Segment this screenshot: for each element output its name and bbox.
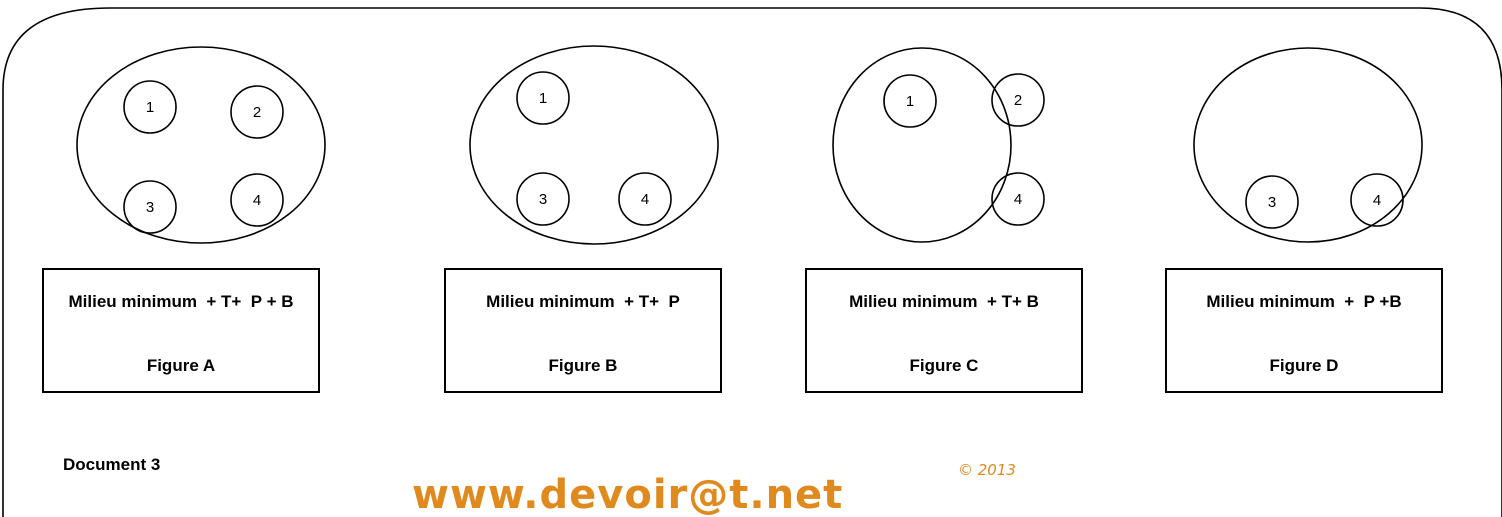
petri-dish-outline [76, 46, 326, 244]
petri-dish-outline [832, 47, 1012, 243]
colony-label: 2 [1014, 92, 1022, 109]
site-watermark-logo: www.devoir@t.net © 2013 [412, 461, 1016, 517]
petri-dish-outline [1193, 47, 1423, 243]
medium-composition: Milieu minimum + T+ P [486, 292, 680, 311]
document-frame [2, 7, 1502, 517]
colony-label: 3 [146, 199, 154, 216]
document-label: Document 3 [63, 455, 161, 474]
colony-4 [1350, 173, 1404, 227]
colony-3 [1245, 175, 1299, 229]
colony-label: 4 [641, 191, 649, 208]
petri-dish-figure-c: 1 2 4 [832, 47, 1045, 243]
figure-label: Figure D [1269, 356, 1339, 375]
caption-box-figure-a: Milieu minimum + T+ P + B Figure A [42, 268, 320, 393]
colony-4 [618, 172, 672, 226]
colony-label: 4 [1373, 192, 1381, 209]
colony-label: 1 [906, 93, 914, 110]
medium-composition: Milieu minimum + P +B [1206, 292, 1402, 311]
colony-label: 2 [253, 104, 261, 121]
figure-label: Figure B [548, 356, 618, 375]
colony-label: 3 [1268, 194, 1276, 211]
petri-dish-figure-b: 1 3 4 [469, 45, 719, 245]
petri-dish-outline [469, 45, 719, 245]
colony-3 [516, 172, 570, 226]
watermark-text: www.devoir@t.net [412, 472, 843, 517]
colony-1 [516, 71, 570, 125]
medium-composition: Milieu minimum + T+ B [849, 292, 1039, 311]
colony-1 [883, 74, 937, 128]
colony-1 [123, 80, 177, 134]
caption-box-figure-c: Milieu minimum + T+ B Figure C [805, 268, 1083, 393]
medium-composition: Milieu minimum + T+ P + B [68, 292, 294, 311]
colony-2 [230, 85, 284, 139]
colony-4 [991, 172, 1045, 226]
colony-label: 4 [1014, 191, 1022, 208]
colony-label: 1 [539, 90, 547, 107]
caption-box-figure-d: Milieu minimum + P +B Figure D [1165, 268, 1443, 393]
figure-label: Figure C [909, 356, 979, 375]
colony-label: 3 [539, 191, 547, 208]
colony-4 [230, 173, 284, 227]
caption-box-figure-b: Milieu minimum + T+ P Figure B [444, 268, 722, 393]
colony-label: 4 [253, 192, 261, 209]
figure-label: Figure A [146, 356, 216, 375]
petri-dish-figure-a: 1 2 3 4 [76, 46, 326, 244]
colony-2 [991, 73, 1045, 127]
colony-3 [123, 180, 177, 234]
watermark-year: © 2013 [958, 461, 1016, 479]
colony-label: 1 [146, 99, 154, 116]
